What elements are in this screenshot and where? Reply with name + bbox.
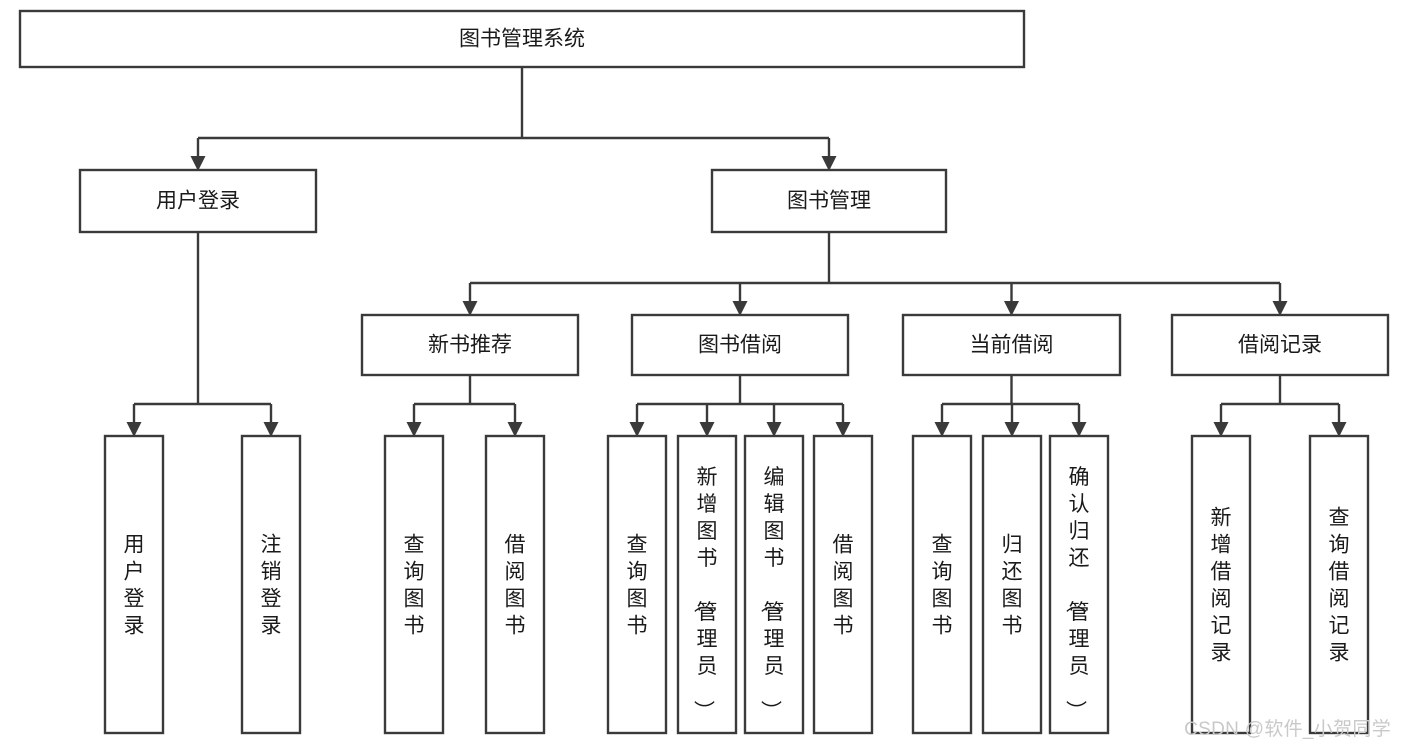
- arrow-head-icon: [462, 301, 478, 316]
- edge-group-bookmgmt: [462, 232, 1288, 316]
- node-label: 查询借阅记录: [1329, 507, 1350, 665]
- node-box[interactable]: [1190, 434, 1252, 735]
- node-login[interactable]: 用户登录: [78, 168, 318, 234]
- arrow-head-icon: [507, 422, 523, 437]
- node-label: 用户登录: [156, 190, 240, 213]
- node-leaf-bor-4[interactable]: 借阅图书: [812, 434, 874, 735]
- arrow-head-icon: [406, 422, 422, 437]
- arrow-head-icon: [1004, 301, 1019, 316]
- arrow-head-icon: [699, 422, 715, 437]
- node-label: 查询图书: [404, 534, 425, 638]
- node-box[interactable]: [1048, 434, 1110, 735]
- node-label: 借阅记录: [1238, 334, 1322, 357]
- node-box[interactable]: [901, 313, 1122, 377]
- node-leaf-new-2[interactable]: 借阅图书: [484, 434, 546, 735]
- node-label: 当前借阅: [970, 334, 1054, 357]
- node-leaf-new-1[interactable]: 查询图书: [383, 434, 445, 735]
- node-leaf-bor-1[interactable]: 查询图书: [606, 434, 668, 735]
- edge-group-borrow: [629, 375, 851, 437]
- arrow-head-icon: [1071, 422, 1087, 437]
- node-box[interactable]: [240, 434, 302, 735]
- node-label: 新书推荐: [428, 334, 512, 357]
- node-box[interactable]: [103, 434, 165, 735]
- arrow-head-icon: [766, 422, 782, 437]
- connector-layer: [126, 67, 1347, 437]
- node-label: 借阅图书: [505, 534, 526, 638]
- node-box[interactable]: [1170, 313, 1390, 377]
- node-root[interactable]: 图书管理系统: [18, 9, 1026, 69]
- node-box[interactable]: [1308, 434, 1370, 735]
- arrow-head-icon: [190, 156, 206, 171]
- node-label: 查询图书: [627, 534, 648, 638]
- edge-group-login: [126, 232, 279, 437]
- node-label: 查询图书: [932, 534, 953, 638]
- node-box[interactable]: [676, 434, 738, 735]
- node-box[interactable]: [812, 434, 874, 735]
- node-leaf-cur-2[interactable]: 归还图书: [981, 434, 1043, 735]
- node-label: 图书借阅: [698, 334, 782, 357]
- edge-group-newbook: [406, 375, 523, 437]
- node-box[interactable]: [710, 168, 948, 234]
- arrow-head-icon: [629, 422, 645, 437]
- arrow-head-icon: [835, 422, 851, 437]
- arrow-head-icon: [1213, 422, 1229, 437]
- node-leaf-rec-2[interactable]: 查询借阅记录: [1308, 434, 1370, 735]
- node-leaf-login-1[interactable]: 用户登录: [103, 434, 165, 735]
- arrow-head-icon: [1331, 422, 1347, 437]
- node-layer: 图书管理系统用户登录图书管理新书推荐图书借阅当前借阅借阅记录用户登录注销登录查询…: [18, 9, 1390, 735]
- arrow-head-icon: [1272, 301, 1288, 316]
- node-box[interactable]: [360, 313, 580, 377]
- node-label: 归还图书: [1002, 534, 1023, 638]
- node-records[interactable]: 借阅记录: [1170, 313, 1390, 377]
- node-box[interactable]: [18, 9, 1026, 69]
- node-leaf-login-2[interactable]: 注销登录: [240, 434, 302, 735]
- node-bookmgmt[interactable]: 图书管理: [710, 168, 948, 234]
- arrow-head-icon: [263, 422, 279, 437]
- edge-group-root: [190, 67, 837, 171]
- node-label: 新增图书（管理员）: [692, 466, 718, 721]
- node-leaf-cur-3[interactable]: 确认归还（管理员）: [1048, 434, 1110, 735]
- node-box[interactable]: [383, 434, 445, 735]
- node-current[interactable]: 当前借阅: [901, 313, 1122, 377]
- node-box[interactable]: [630, 313, 850, 377]
- arrow-head-icon: [732, 301, 748, 316]
- edge-group-records: [1213, 375, 1347, 437]
- node-box[interactable]: [743, 434, 805, 735]
- node-box[interactable]: [606, 434, 668, 735]
- node-label: 确认归还（管理员）: [1064, 466, 1090, 721]
- node-box[interactable]: [911, 434, 973, 735]
- arrow-head-icon: [1004, 422, 1020, 437]
- node-leaf-bor-2[interactable]: 新增图书（管理员）: [676, 434, 738, 735]
- node-box[interactable]: [484, 434, 546, 735]
- node-box[interactable]: [78, 168, 318, 234]
- node-newbook[interactable]: 新书推荐: [360, 313, 580, 377]
- node-label: 借阅图书: [833, 534, 854, 638]
- node-borrow[interactable]: 图书借阅: [630, 313, 850, 377]
- node-leaf-cur-1[interactable]: 查询图书: [911, 434, 973, 735]
- node-label: 编辑图书（管理员）: [759, 466, 785, 721]
- arrow-head-icon: [934, 422, 950, 437]
- node-label: 图书管理系统: [459, 28, 585, 51]
- node-leaf-rec-1[interactable]: 新增借阅记录: [1190, 434, 1252, 735]
- arrow-head-icon: [821, 156, 837, 171]
- arrow-head-icon: [126, 422, 142, 437]
- node-box[interactable]: [981, 434, 1043, 735]
- node-label: 用户登录: [124, 534, 145, 638]
- node-label: 注销登录: [261, 534, 282, 638]
- node-leaf-bor-3[interactable]: 编辑图书（管理员）: [743, 434, 805, 735]
- node-label: 新增借阅记录: [1211, 507, 1232, 665]
- edge-group-current: [934, 375, 1087, 437]
- node-label: 图书管理: [787, 190, 871, 213]
